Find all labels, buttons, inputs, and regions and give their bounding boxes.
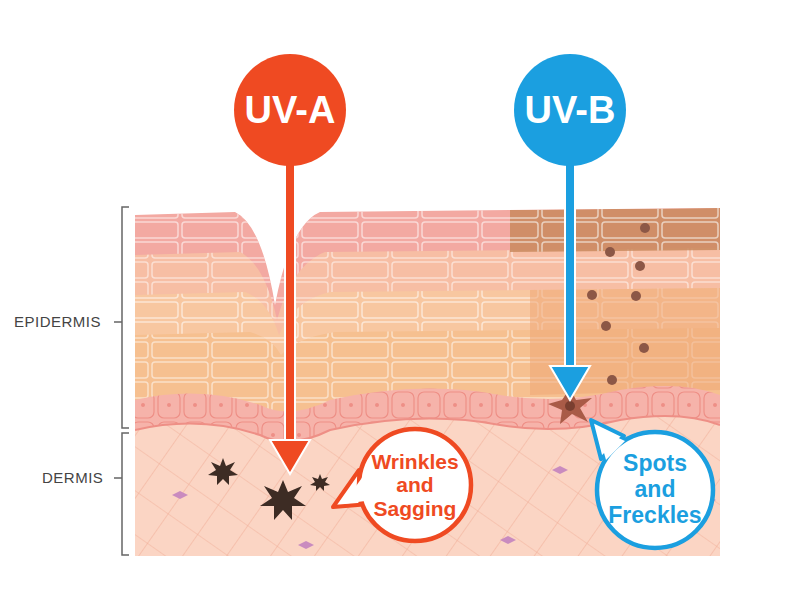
melanin-dots — [587, 223, 650, 385]
skin-layers — [135, 200, 720, 560]
damage-stars — [208, 458, 330, 520]
node-label: Spots and Freckles — [602, 451, 708, 528]
uv-b-arrow — [550, 160, 590, 400]
layer-label: EPIDERMIS — [14, 313, 101, 330]
node-label: Wrinkles and Sagging — [366, 450, 464, 521]
layer-label: DERMIS — [42, 469, 103, 486]
speech-bubble: Spots and Freckles — [593, 428, 717, 552]
uv-circle: UV-B — [512, 52, 628, 168]
speech-bubble: Wrinkles and Sagging — [355, 425, 475, 545]
node-label: UV-A — [235, 89, 345, 132]
layer-brackets — [114, 207, 129, 555]
uv-a-arrow — [270, 160, 310, 474]
node-label: UV-B — [515, 89, 625, 132]
uv-circle: UV-A — [232, 52, 348, 168]
